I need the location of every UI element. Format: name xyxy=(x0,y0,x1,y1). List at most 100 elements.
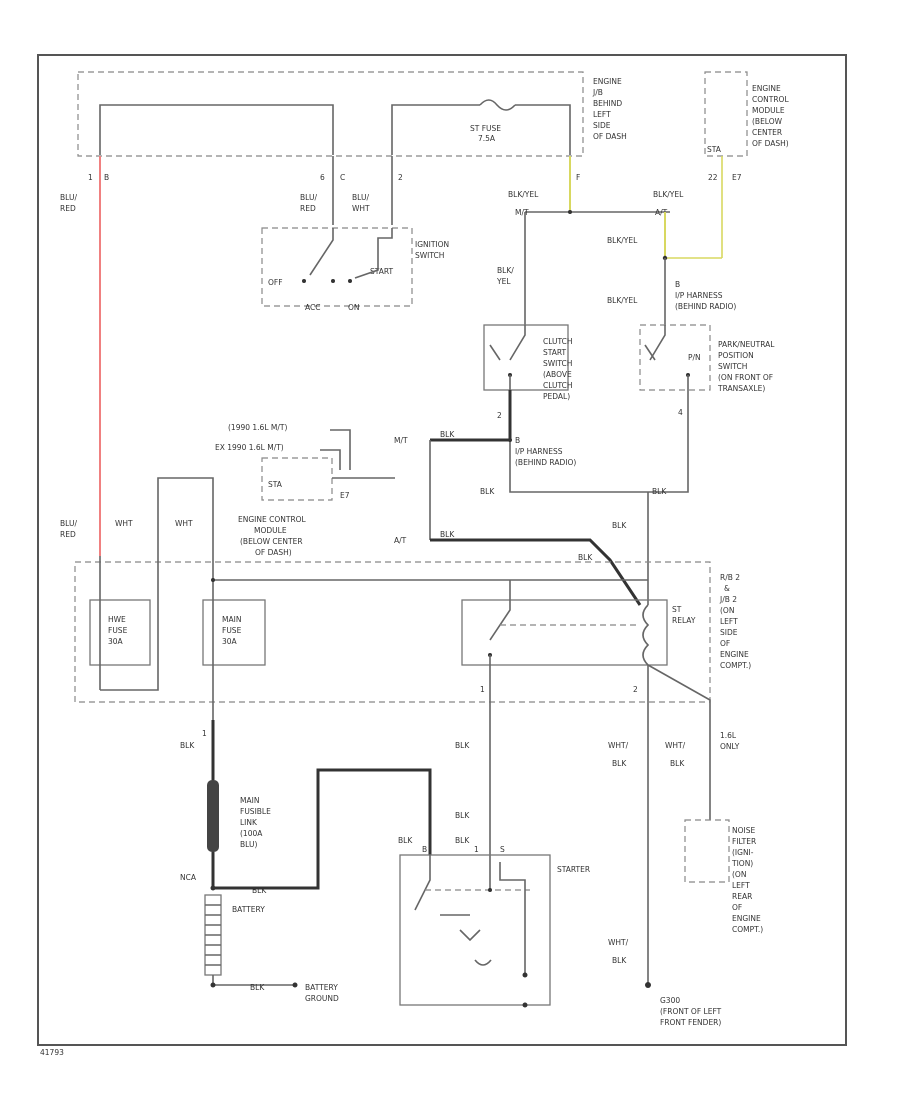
svg-text:COMPT.): COMPT.) xyxy=(732,925,763,934)
svg-text:BLK: BLK xyxy=(250,983,265,992)
svg-text:CLUTCH: CLUTCH xyxy=(543,337,573,346)
svg-text:CLUTCH: CLUTCH xyxy=(543,381,573,390)
svg-text:START: START xyxy=(543,348,567,357)
svg-text:ENGINE: ENGINE xyxy=(593,77,622,86)
svg-text:(BELOW CENTER: (BELOW CENTER xyxy=(240,537,303,546)
svg-text:A/T: A/T xyxy=(394,536,407,545)
svg-text:PARK/NEUTRAL: PARK/NEUTRAL xyxy=(718,340,775,349)
svg-text:RED: RED xyxy=(60,530,76,539)
svg-text:BATTERY: BATTERY xyxy=(232,905,265,914)
st-relay: ST RELAY 1 2 xyxy=(461,580,696,694)
svg-text:(ABOVE: (ABOVE xyxy=(543,370,572,379)
svg-text:WHT/: WHT/ xyxy=(665,741,686,750)
svg-text:RELAY: RELAY xyxy=(672,616,696,625)
svg-text:1: 1 xyxy=(480,685,485,694)
svg-text:I/P HARNESS: I/P HARNESS xyxy=(675,291,723,300)
svg-text:R/B 2: R/B 2 xyxy=(720,573,740,582)
svg-text:FRONT FENDER): FRONT FENDER) xyxy=(660,1018,721,1027)
svg-text:MODULE: MODULE xyxy=(254,526,287,535)
svg-text:RED: RED xyxy=(60,204,76,213)
svg-text:2: 2 xyxy=(398,173,403,182)
svg-text:ENGINE: ENGINE xyxy=(752,84,781,93)
svg-text:E7: E7 xyxy=(732,173,742,182)
engine-junction-block: ENGINE J/B BEHIND LEFT SIDE OF DASH ST F… xyxy=(77,71,627,157)
svg-text:TION): TION) xyxy=(731,859,753,868)
svg-text:MAIN: MAIN xyxy=(222,615,241,624)
svg-text:NOISE: NOISE xyxy=(732,826,755,835)
svg-text:BLK: BLK xyxy=(612,759,627,768)
svg-text:I/P HARNESS: I/P HARNESS xyxy=(515,447,563,456)
svg-text:OF DASH): OF DASH) xyxy=(752,139,789,148)
hwe-fuse: HWE FUSE 30A xyxy=(89,556,159,691)
svg-text:6: 6 xyxy=(320,173,325,182)
svg-text:(ON: (ON xyxy=(732,870,746,879)
svg-text:BLK: BLK xyxy=(578,553,593,562)
svg-text:WHT: WHT xyxy=(175,519,193,528)
svg-text:ENGINE CONTROL: ENGINE CONTROL xyxy=(238,515,307,524)
svg-text:1: 1 xyxy=(88,173,93,182)
svg-text:BLU): BLU) xyxy=(240,840,257,849)
svg-text:BLK: BLK xyxy=(440,430,455,439)
svg-text:STARTER: STARTER xyxy=(557,865,590,874)
svg-text:OF: OF xyxy=(732,903,742,912)
svg-text:FILTER: FILTER xyxy=(732,837,756,846)
ignition-switch: IGNITION SWITCH OFF START ACC ON xyxy=(261,227,449,312)
svg-text:(100A: (100A xyxy=(240,829,263,838)
svg-text:OF DASH): OF DASH) xyxy=(255,548,292,557)
svg-text:MODULE: MODULE xyxy=(752,106,785,115)
svg-text:BLK: BLK xyxy=(455,741,470,750)
svg-text:BLK: BLK xyxy=(440,530,455,539)
park-neutral-position-switch: P/N PARK/NEUTRAL POSITION SWITCH (ON FRO… xyxy=(639,324,775,493)
svg-text:STA: STA xyxy=(268,480,283,489)
svg-text:22: 22 xyxy=(708,173,718,182)
svg-text:BLU/: BLU/ xyxy=(352,193,369,202)
svg-text:STA: STA xyxy=(707,145,722,154)
svg-text:SIDE: SIDE xyxy=(720,628,738,637)
svg-text:BLK/YEL: BLK/YEL xyxy=(607,236,638,245)
svg-text:FUSE: FUSE xyxy=(222,626,242,635)
svg-text:LINK: LINK xyxy=(240,818,258,827)
svg-text:HWE: HWE xyxy=(108,615,126,624)
clutch-start-switch: CLUTCH START SWITCH (ABOVE CLUTCH PEDAL) xyxy=(483,324,573,401)
svg-text:RED: RED xyxy=(300,204,316,213)
svg-text:&: & xyxy=(724,584,730,593)
svg-text:BLK/YEL: BLK/YEL xyxy=(607,296,638,305)
svg-text:BLK: BLK xyxy=(670,759,685,768)
svg-text:BLU/: BLU/ xyxy=(300,193,317,202)
svg-text:LEFT: LEFT xyxy=(732,881,750,890)
svg-text:WHT/: WHT/ xyxy=(608,741,629,750)
svg-text:COMPT.): COMPT.) xyxy=(720,661,751,670)
main-fuse: MAIN FUSE 30A xyxy=(202,556,648,720)
svg-text:ENGINE: ENGINE xyxy=(732,914,761,923)
svg-text:ON: ON xyxy=(348,303,360,312)
main-fusible-link: 1 BLK MAIN FUSIBLE LINK (100A BLU) xyxy=(180,720,271,888)
svg-text:BLK: BLK xyxy=(252,886,267,895)
svg-text:2: 2 xyxy=(633,685,638,694)
svg-text:ST: ST xyxy=(672,605,682,614)
svg-text:(BEHIND RADIO): (BEHIND RADIO) xyxy=(675,302,736,311)
svg-text:B: B xyxy=(515,436,520,445)
svg-text:BLU/: BLU/ xyxy=(60,519,77,528)
svg-text:GROUND: GROUND xyxy=(305,994,339,1003)
svg-text:M/T: M/T xyxy=(515,208,529,217)
engine-control-module-middle: (1990 1.6L M/T) EX 1990 1.6L M/T) STA E7… xyxy=(215,423,395,557)
svg-text:NCA: NCA xyxy=(180,873,197,882)
svg-text:BLK: BLK xyxy=(480,487,495,496)
svg-text:SWITCH: SWITCH xyxy=(718,362,747,371)
svg-text:G300: G300 xyxy=(660,996,680,1005)
svg-text:BLK: BLK xyxy=(652,487,667,496)
svg-text:(BELOW: (BELOW xyxy=(752,117,783,126)
svg-text:1.6L: 1.6L xyxy=(720,731,737,740)
svg-text:WHT/: WHT/ xyxy=(608,938,629,947)
st-fuse-label: ST FUSE xyxy=(470,124,501,133)
svg-text:(ON FRONT OF: (ON FRONT OF xyxy=(718,373,773,382)
svg-text:POSITION: POSITION xyxy=(718,351,754,360)
svg-text:E7: E7 xyxy=(340,491,350,500)
svg-text:SWITCH: SWITCH xyxy=(415,251,444,260)
st-fuse-symbol xyxy=(479,99,516,111)
diagram-frame xyxy=(37,54,847,1046)
svg-text:ONLY: ONLY xyxy=(720,742,740,751)
svg-text:(1990 1.6L M/T): (1990 1.6L M/T) xyxy=(228,423,287,432)
svg-text:BLK/YEL: BLK/YEL xyxy=(653,190,684,199)
svg-text:1: 1 xyxy=(474,845,479,854)
